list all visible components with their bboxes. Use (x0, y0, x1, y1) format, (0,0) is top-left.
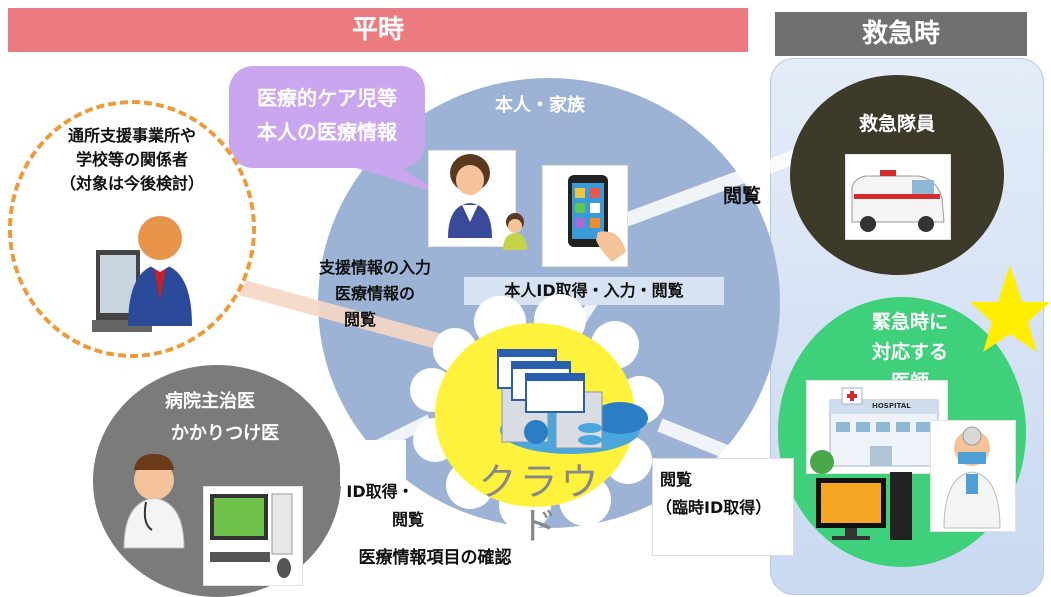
ambulance-team-label: 救急隊員 (858, 113, 935, 135)
support-input-line1: 支援情報の入力 (318, 258, 431, 277)
hospital-doctor-line1: 病院主治医 (165, 391, 255, 412)
hospital-sign: HOSPITAL (872, 402, 911, 410)
confirm-items-label: 医療情報項目の確認 (358, 548, 512, 568)
school-line3: （対象は今後検討） (59, 174, 204, 193)
banner-emergency: 救急時 (775, 12, 1027, 56)
bubble-line2: 本人の医療情報 (257, 120, 397, 144)
browse-label: 閲覧 (722, 185, 761, 207)
support-input-line2: 医療情報の (334, 284, 415, 303)
emergency-doctor-line1: 緊急時に (871, 311, 948, 333)
medical-info-bubble (229, 66, 425, 168)
cloud-label: クラウド (478, 460, 602, 548)
id-browse-line1: ID取得・ (346, 482, 414, 501)
temp-id-line2: （臨時ID取得） (656, 498, 772, 517)
id-browse-line2: 閲覧 (391, 510, 424, 529)
emergency-doctor-line2: 対応する (871, 341, 948, 363)
family-label: 本人・家族 (495, 95, 585, 116)
temp-id-line1: 閲覧 (660, 470, 693, 489)
hospital-doctor-line2: かかりつけ医 (170, 423, 280, 444)
bubble-line1: 医療的ケア児等 (257, 86, 397, 110)
school-line1: 通所支援事業所や (67, 126, 196, 145)
banner-normal: 平時 (8, 8, 748, 52)
temp-id-box (652, 458, 794, 556)
id-box (340, 440, 406, 486)
school-line2: 学校等の関係者 (75, 150, 188, 169)
support-input-line3: 閲覧 (343, 310, 376, 329)
id-box2 (340, 506, 388, 530)
self-id-label: 本人ID取得・入力・閲覧 (504, 281, 684, 300)
